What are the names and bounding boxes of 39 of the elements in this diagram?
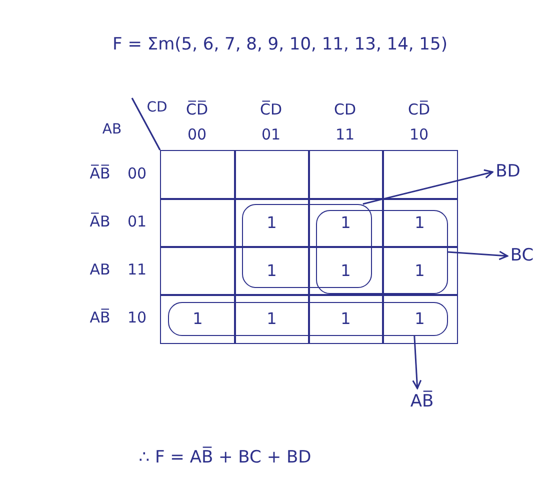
group-loop <box>242 204 372 288</box>
row-code-label: 10 <box>127 308 147 328</box>
map-cell: 1 <box>160 294 236 344</box>
map-cell: 1 <box>308 198 384 248</box>
corner-variable-label: AB <box>102 121 122 139</box>
column-variable-label: C̅D̅ <box>186 100 208 120</box>
term-label: AB̅ <box>410 391 434 413</box>
row-code-label: 00 <box>127 164 147 184</box>
leader-arrow <box>448 250 508 260</box>
function-heading: F = Σm(5, 6, 7, 8, 9, 10, 11, 13, 14, 15) <box>112 34 448 56</box>
map-cell: 1 <box>308 294 384 344</box>
row-variable-label: AB <box>90 260 110 280</box>
map-cell: 1 <box>308 246 384 296</box>
map-cell: 1 <box>382 246 458 296</box>
column-code-label: 11 <box>335 126 355 144</box>
column-variable-label: CD <box>334 100 356 120</box>
term-label: BC <box>510 245 534 267</box>
corner-variable-label: CD <box>146 99 168 117</box>
column-code-label: 00 <box>187 126 207 144</box>
map-cell: 1 <box>382 294 458 344</box>
column-code-label: 01 <box>261 126 281 144</box>
map-cell: 1 <box>234 246 310 296</box>
map-cell: 1 <box>234 198 310 248</box>
column-variable-label: C̅D <box>260 100 282 120</box>
row-variable-label: A̅B <box>90 212 110 232</box>
column-code-label: 10 <box>409 126 429 144</box>
row-code-label: 11 <box>127 260 147 280</box>
leader-arrow <box>412 336 422 390</box>
simplified-expression: ∴ F = AB̅ + BC + BD <box>138 447 312 469</box>
term-label: BD <box>496 161 520 183</box>
row-code-label: 01 <box>127 212 147 232</box>
group-loop <box>168 302 448 336</box>
map-cell: 1 <box>382 198 458 248</box>
row-variable-label: AB̅ <box>90 308 110 328</box>
row-variable-label: A̅B̅ <box>90 164 110 184</box>
map-cell: 1 <box>234 294 310 344</box>
column-variable-label: CD̅ <box>408 100 430 120</box>
leader-arrow <box>362 169 494 205</box>
group-loop <box>316 210 448 294</box>
